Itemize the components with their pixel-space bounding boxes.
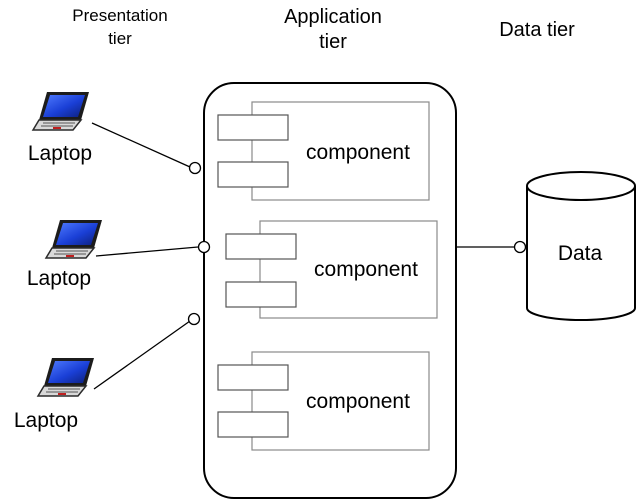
connector-line-laptop-2 <box>95 246 199 257</box>
laptop-label: Laptop <box>14 409 78 432</box>
presentation-tier-label-line1: Presentation <box>72 6 167 25</box>
component-port-icon <box>225 233 297 260</box>
component-label: component <box>306 390 410 413</box>
database-cylinder-icon: Data <box>526 171 636 321</box>
laptop-icon <box>45 219 103 259</box>
component-port-icon <box>217 364 289 391</box>
component-1: component <box>217 101 430 201</box>
laptop-3: Laptop <box>14 357 95 432</box>
component-port-icon <box>217 161 289 188</box>
port-circle-2 <box>197 240 211 254</box>
data-tier-label: Data tier <box>499 19 575 41</box>
laptop-label: Laptop <box>27 267 91 290</box>
connector-line-laptop-3 <box>93 320 191 390</box>
presentation-tier-label-line2: tier <box>108 29 132 48</box>
port-circle-1 <box>188 161 202 175</box>
component-port-icon <box>217 114 289 141</box>
port-circle-3 <box>187 312 201 326</box>
database-label: Data <box>558 242 603 265</box>
component-label: component <box>306 141 410 164</box>
component-3: component <box>217 351 430 451</box>
component-port-icon <box>225 281 297 308</box>
laptop-label: Laptop <box>28 142 92 165</box>
laptop-2: Laptop <box>27 219 103 290</box>
database-port-circle <box>513 240 527 254</box>
laptop-icon <box>37 357 95 397</box>
application-tier-label-line1: Application <box>284 6 382 28</box>
component-label: component <box>314 258 418 281</box>
application-tier-label-line2: tier <box>319 31 347 53</box>
laptop-icon <box>32 91 90 131</box>
connector-line-laptop-1 <box>91 122 191 168</box>
component-2: component <box>225 220 438 319</box>
component-port-icon <box>217 411 289 438</box>
laptop-1: Laptop <box>28 91 92 165</box>
